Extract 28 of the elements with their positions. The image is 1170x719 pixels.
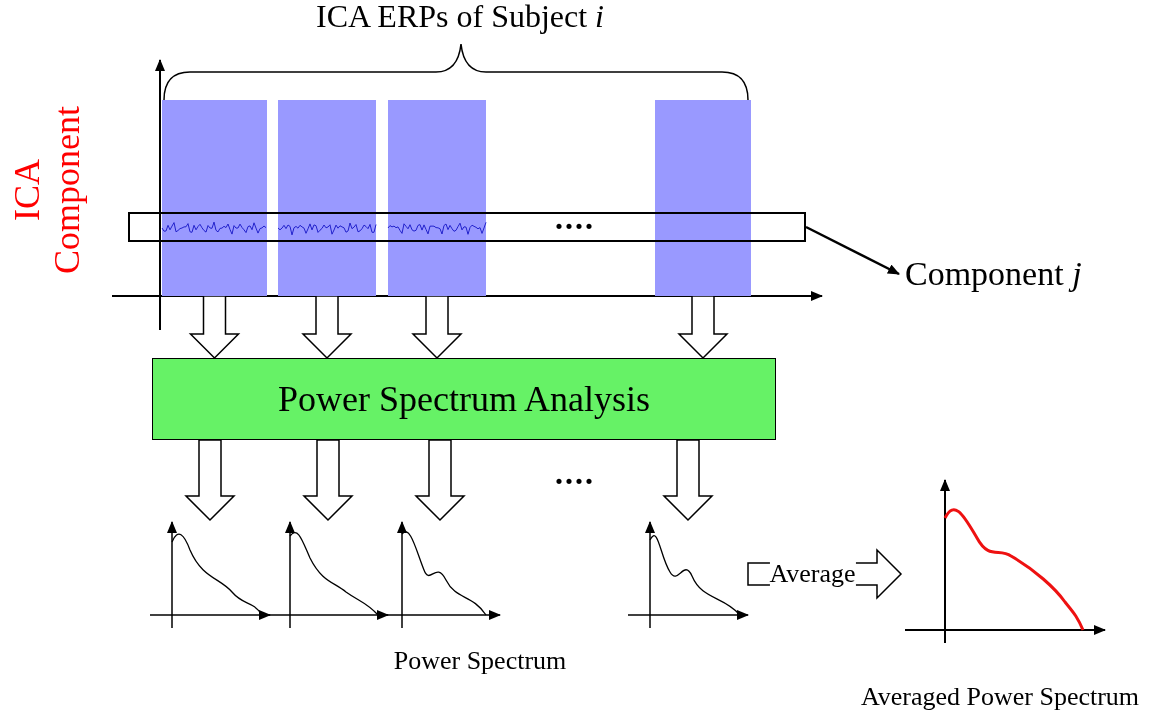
block-arrow <box>188 295 241 360</box>
arrow <box>805 225 900 276</box>
spectrum-plot <box>628 520 748 628</box>
spectrum-plot <box>380 520 500 628</box>
edge-label: Average <box>769 559 856 589</box>
component-band <box>128 212 806 242</box>
block-arrow <box>184 439 236 522</box>
plot-caption: Averaged Power Spectrum <box>859 682 1141 712</box>
block-arrow <box>414 439 466 522</box>
spectrum-plot <box>150 520 270 628</box>
ellipsis: .... <box>554 455 596 492</box>
component-bar <box>278 100 376 296</box>
component-bar <box>655 100 751 296</box>
spectrum-plot <box>268 520 388 628</box>
brace-label: ICA ERPs of Subject i <box>315 0 605 35</box>
block-arrow <box>677 295 729 360</box>
ellipsis: .... <box>554 200 596 237</box>
block-arrow <box>411 295 463 360</box>
spectrum-plot <box>905 478 1105 643</box>
plot-caption: Power Spectrum <box>392 646 568 676</box>
component-bar <box>388 100 486 296</box>
axis-label: ICA Component <box>8 105 88 276</box>
block-arrow <box>662 439 714 522</box>
process-box: Power Spectrum Analysis <box>152 358 776 440</box>
component-bar <box>162 100 267 296</box>
component-label: Component j <box>905 248 1082 300</box>
block-arrow <box>301 295 353 360</box>
block-arrow <box>302 439 354 522</box>
